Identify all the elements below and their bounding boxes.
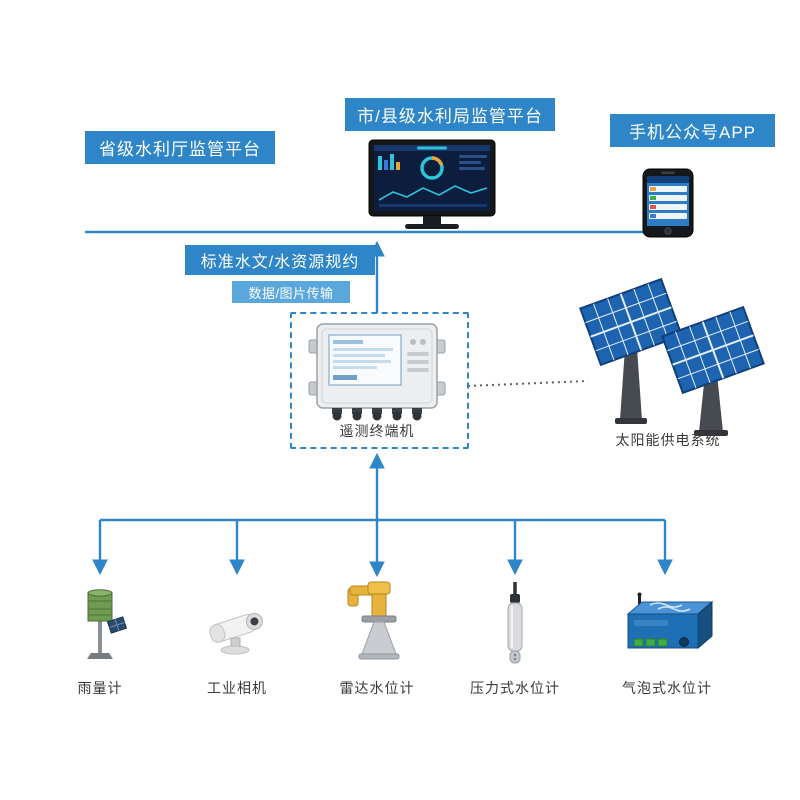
- rain-gauge-icon: [87, 589, 128, 659]
- solar-label: 太阳能供电系统: [615, 432, 721, 448]
- city-county-platform-box: 市/县级水利局监管平台: [345, 98, 555, 131]
- rtu-label: 遥测终端机: [339, 423, 415, 439]
- data-transmission-box: 数据/图片传输: [232, 281, 350, 303]
- radar-gauge-icon: [347, 581, 400, 660]
- rtu-device-icon: [308, 323, 446, 421]
- pressure-gauge-icon: [507, 582, 523, 664]
- monitor-dashboard-icon: [368, 139, 496, 229]
- solar-panels-icon: [579, 277, 765, 436]
- sensor-label-bubble-gauge: 气泡式水位计: [622, 680, 712, 696]
- provincial-platform-box: 省级水利厅监管平台: [85, 131, 275, 164]
- smartphone-icon: [642, 168, 694, 238]
- sensor-label-pressure-gauge: 压力式水位计: [470, 680, 560, 696]
- mobile-app-box: 手机公众号APP: [610, 114, 775, 147]
- sensor-label-industrial-camera: 工业相机: [207, 680, 267, 696]
- sensor-label-rain-gauge: 雨量计: [77, 680, 123, 696]
- rtu-dashed-frame: [290, 312, 469, 449]
- protocol-standard-box: 标准水文/水资源规约: [185, 245, 375, 275]
- bubble-gauge-icon: [626, 592, 714, 650]
- solar-cable-line: [467, 380, 589, 387]
- sensor-label-radar-gauge: 雷达水位计: [339, 680, 415, 696]
- industrial-camera-icon: [209, 612, 263, 655]
